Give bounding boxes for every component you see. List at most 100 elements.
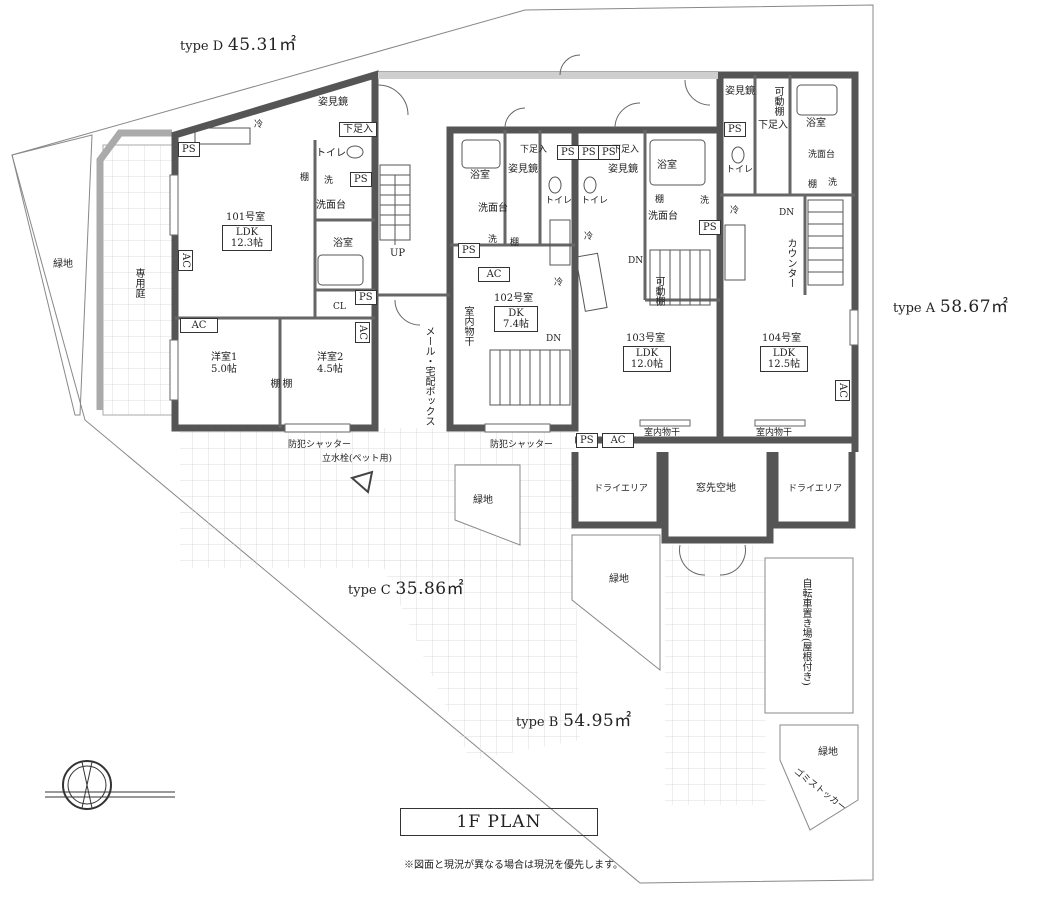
washer-104: 洗 — [828, 178, 838, 188]
room-101-w1-size: 5.0帖 — [211, 363, 237, 375]
ps-104: PS — [724, 122, 746, 137]
site-boundary — [11, 4, 874, 884]
type-c-label: type C 35.86㎡ — [348, 574, 464, 599]
movable-shelf-103: 可動棚 — [653, 276, 664, 306]
wash-104: 洗面台 — [808, 150, 836, 160]
shelf-102: 棚 — [510, 238, 520, 248]
plan-title: 1F PLAN — [400, 808, 598, 836]
bath-103: 浴室 — [657, 160, 677, 171]
ac-101-ldk: AC — [178, 250, 193, 271]
type-c-area: 35.86㎡ — [395, 579, 465, 599]
step-104: 下足入 — [758, 120, 788, 131]
ac-101-w1: AC — [180, 318, 218, 333]
fridge-102: 冷 — [554, 278, 564, 288]
windows — [169, 174, 859, 433]
room-101-ldk: LDK — [235, 227, 259, 238]
ps-102: PS — [458, 243, 480, 258]
plan-note: ※図面と現況が異なる場合は現況を優先します。 — [404, 860, 623, 871]
room-102-dk: DK — [508, 308, 524, 319]
dn-104: DN — [779, 208, 795, 218]
wash-103: 洗面台 — [648, 211, 678, 222]
pet-faucet — [349, 470, 374, 494]
toilet-102: トイレ — [545, 196, 573, 206]
fridge-104: 冷 — [730, 206, 740, 216]
room-103-size: 12.0帖 — [630, 359, 664, 370]
room-101-w2: 洋室2 4.5帖 — [317, 352, 343, 375]
counter-104: カウンター — [785, 238, 796, 288]
dn-103: DN — [628, 256, 644, 266]
type-d-area: 45.31㎡ — [227, 35, 297, 55]
bath-104: 浴室 — [806, 118, 826, 129]
mirror-101: 姿見鏡 — [318, 97, 348, 108]
fridge-103-b: 冷 — [584, 232, 594, 242]
private-garden-label: 専用庭 — [133, 268, 144, 298]
stairs-104 — [807, 199, 844, 286]
cl-101: CL — [333, 302, 346, 312]
stairs-central — [379, 164, 411, 245]
stairs-102 — [489, 349, 571, 406]
room-103-ldk: LDK — [635, 348, 659, 359]
indoor-dry-104: 室内物干 — [756, 428, 793, 438]
room-101-w2-name: 洋室2 — [317, 352, 344, 363]
doors — [377, 54, 746, 576]
shelf-103: 棚 — [655, 195, 665, 205]
indoor-dry-103: 室内物干 — [644, 428, 681, 438]
ac-104: AC — [835, 380, 850, 401]
shutter-102: 防犯シャッター — [490, 440, 554, 450]
room-101-size: 12.3帖 — [230, 238, 264, 249]
shutter-101: 防犯シャッター — [288, 440, 352, 450]
paved-area-east — [665, 545, 765, 805]
green-label-center: 緑地 — [609, 574, 629, 585]
step-102: 下足入 — [520, 145, 548, 155]
room-103-name: 103号室 — [626, 333, 666, 344]
dn-102: DN — [546, 334, 562, 344]
ps-103-south: PS — [576, 433, 598, 448]
room-103-box: LDK 12.0帖 — [623, 346, 671, 372]
room-102-box: DK 7.4帖 — [494, 306, 538, 332]
private-garden-border — [96, 129, 172, 410]
green-label-south: 緑地 — [473, 495, 493, 506]
green-areas — [454, 464, 859, 831]
room-101-w1: 洋室1 5.0帖 — [211, 352, 237, 375]
room-104-name: 104号室 — [762, 333, 802, 344]
window-space: 窓先空地 — [696, 483, 736, 494]
shelf-101-w1: 棚 — [268, 378, 279, 388]
room-102-name: 102号室 — [494, 293, 534, 304]
green-label-east: 緑地 — [818, 747, 838, 758]
toilet-101: トイレ — [316, 148, 346, 159]
faucet-label: 立水栓(ペット用) — [322, 454, 393, 464]
ac-102: AC — [478, 267, 510, 282]
ps-103: PS — [699, 220, 721, 235]
room-102-size: 7.4帖 — [503, 319, 529, 330]
type-c-name: type C — [348, 583, 391, 598]
shelf-104: 棚 — [808, 180, 818, 190]
type-d-label: type D 45.31㎡ — [180, 30, 297, 55]
ps-101-bath: PS — [355, 290, 377, 305]
fridge-101: 冷 — [254, 120, 264, 130]
compass — [45, 760, 175, 810]
dry-area-103: ドライエリア — [594, 484, 648, 494]
bath-101: 浴室 — [333, 238, 353, 249]
mirror-104: 姿見鏡 — [725, 86, 755, 97]
wash-101: 洗面台 — [316, 200, 346, 211]
ps-102-entry: PS — [557, 145, 579, 160]
toilet-103: トイレ — [581, 196, 609, 206]
indoor-dry-102: 室内物干 — [462, 306, 473, 346]
ac-101-w2: AC — [355, 322, 370, 343]
type-b-area: 54.95㎡ — [563, 711, 632, 731]
type-b-label: type B 54.95㎡ — [516, 706, 632, 731]
washer-103: 洗 — [700, 196, 710, 206]
ac-103: AC — [602, 433, 634, 448]
washer-101: 洗 — [324, 176, 334, 186]
mirror-103: 姿見鏡 — [608, 164, 638, 175]
ps-103-entry: PS — [578, 145, 600, 160]
room-104-ldk: LDK — [772, 348, 796, 359]
type-a-label: type A 58.67㎡ — [893, 292, 1009, 317]
fixtures — [194, 84, 838, 312]
room-104-box: LDK 12.5帖 — [760, 346, 808, 372]
washer-102: 洗 — [488, 235, 498, 245]
room-101-w1-name: 洋室1 — [211, 352, 238, 363]
shelf-101-w2: 棚 — [280, 378, 291, 388]
